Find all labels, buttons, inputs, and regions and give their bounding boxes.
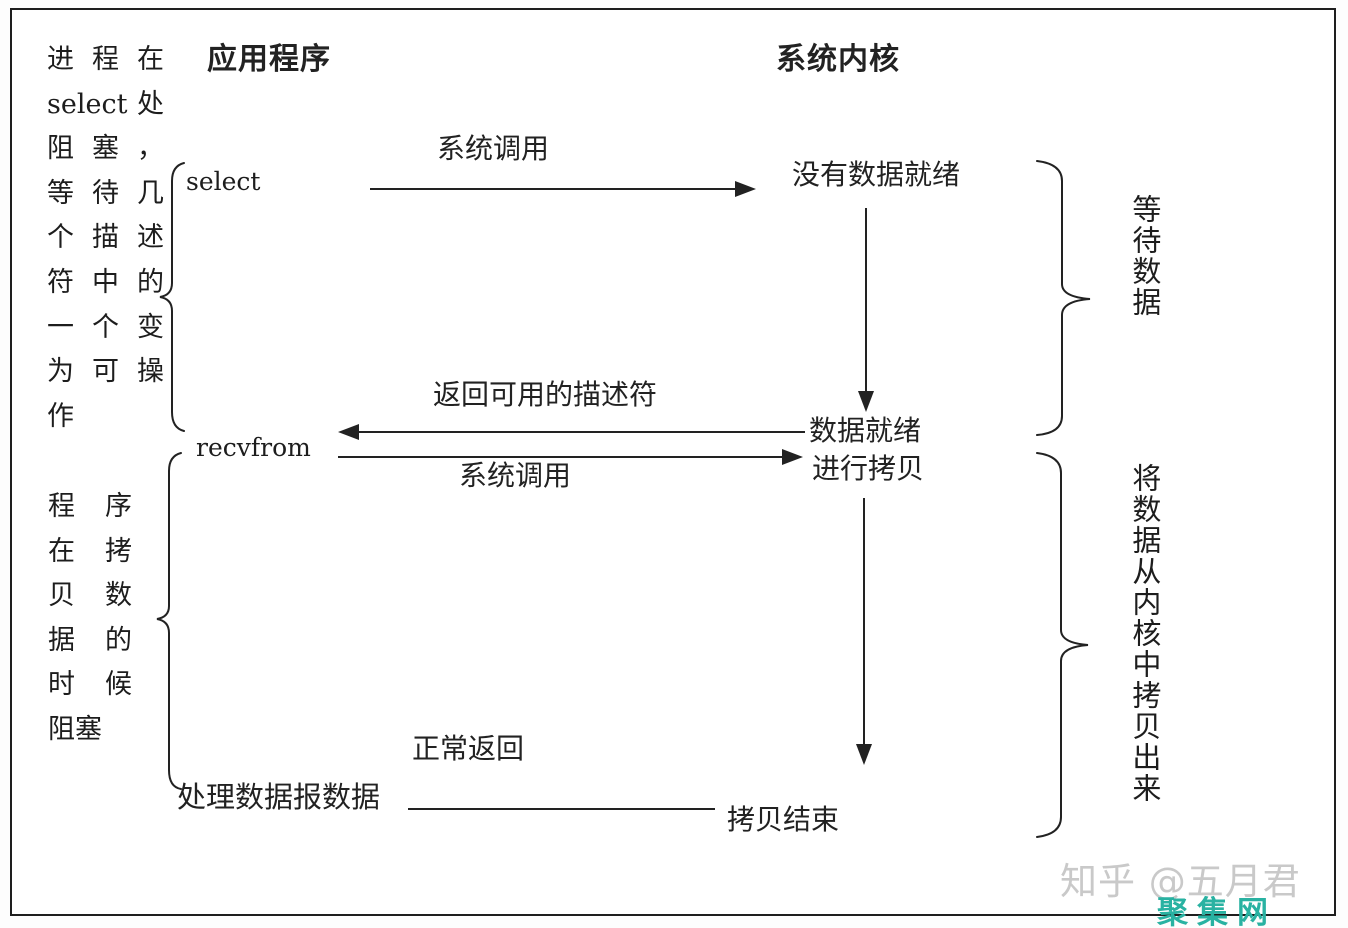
wait-data-annotation: 等待数据 (1127, 194, 1162, 318)
no-data-ready-label: 没有数据就绪 (792, 158, 961, 191)
return-descriptor-arrow-left-icon (338, 424, 805, 440)
return-descriptor-label: 返回可用的描述符 (433, 378, 658, 411)
note-line: 为 可 操 (47, 356, 164, 388)
diagram-border (10, 8, 1336, 916)
select-call-brace-icon (155, 160, 187, 434)
note-line: 进 程 在 (47, 44, 164, 75)
copy-from-kernel-annotation: 将数据从内核中拷贝出来 (1127, 463, 1162, 804)
wait-data-brace-icon (1034, 158, 1094, 438)
note-line: 贝 数 (48, 580, 132, 612)
application-header: 应用程序 (207, 42, 331, 77)
note-line: 阻塞 (48, 713, 102, 745)
normal-return-line (408, 808, 715, 810)
syscall2-label: 系统调用 (459, 459, 572, 492)
syscall1-arrow-right-icon (370, 181, 756, 197)
zhihu-watermark: 知乎 @五月君 (1060, 860, 1301, 903)
copy-complete-label: 拷贝结束 (727, 803, 840, 836)
wait-phase-arrow-down-icon (858, 208, 874, 412)
note-line: 符 中 的 (47, 266, 164, 298)
syscall1-label: 系统调用 (437, 132, 550, 165)
note-line: 时 候 (48, 669, 132, 701)
note-line: select 处 (47, 88, 164, 120)
select-blocking-note: 进 程 在 select 处 阻 塞 ， 等 待 几 个 描 述 符 中 的 一… (47, 38, 164, 439)
recvfrom-call-label: recvfrom (196, 433, 311, 462)
kernel-header: 系统内核 (776, 42, 900, 77)
note-line: 个 描 述 (47, 222, 164, 254)
note-line: 程 序 (48, 491, 132, 522)
note-line: 在 拷 (48, 535, 132, 567)
copy-data-brace-icon (1034, 450, 1092, 840)
note-line: 等 待 几 (47, 177, 164, 209)
copy-blocking-note: 程 序 在 拷 贝 数 据 的 时 候 阻塞 (48, 485, 132, 753)
normal-return-label: 正常返回 (412, 732, 525, 765)
note-line: 据 的 (48, 624, 132, 656)
syscall2-arrow-right-icon (338, 449, 803, 465)
note-line: 阻 塞 ， (47, 133, 164, 165)
select-call-label: select (186, 167, 261, 196)
recvfrom-call-brace-icon (152, 450, 184, 792)
note-line: 作 (47, 400, 74, 432)
note-line: 一 个 变 (47, 311, 164, 343)
process-datagram-label: 处理数据报数据 (177, 780, 381, 814)
copy-phase-arrow-down-icon (856, 498, 872, 765)
data-ready-label: 数据就绪 (809, 414, 922, 447)
juji-logo: 聚集网 (1157, 895, 1277, 928)
do-copy-label: 进行拷贝 (812, 452, 925, 485)
